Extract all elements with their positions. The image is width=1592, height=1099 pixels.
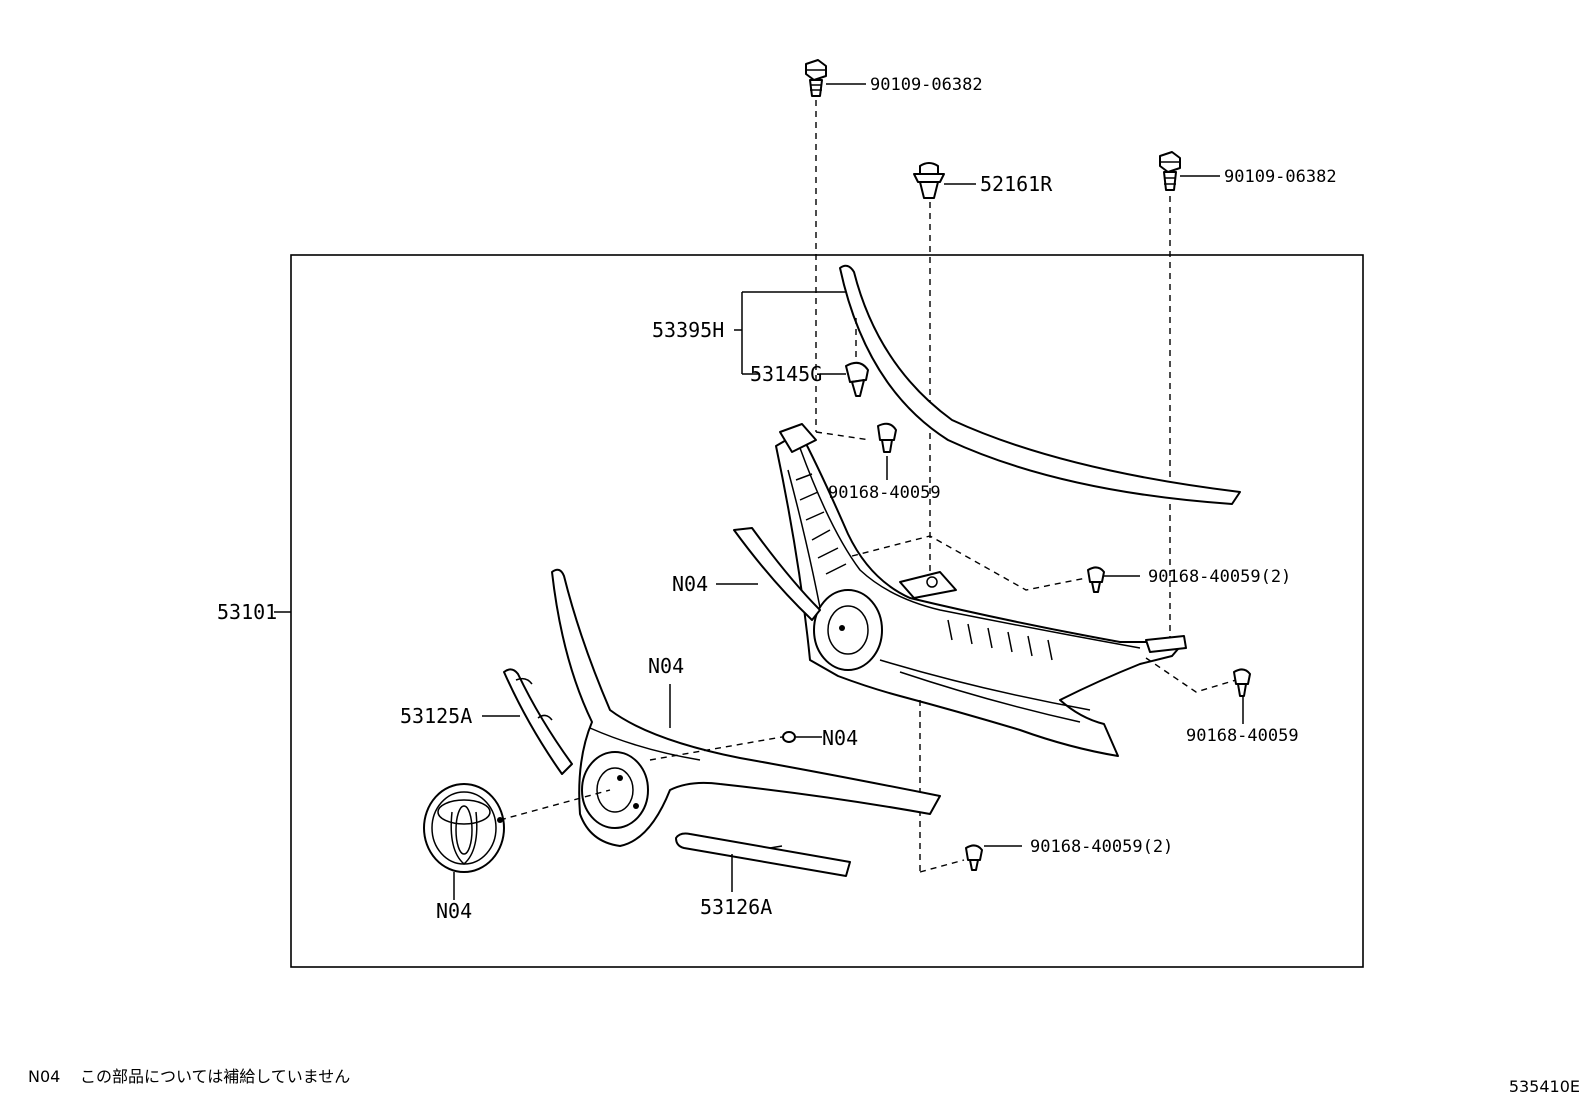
label-screw-upper: 90168-40059 [828,483,941,503]
label-screw-right-lower: 90168-40059 [1186,726,1299,746]
screw-icon [1087,566,1105,593]
label-n04-emblem: N04 [436,899,472,923]
clip-n04-icon [782,731,796,743]
footer-note-code: N04 [28,1067,60,1086]
label-screw-bottom-2: 90168-40059(2) [1030,837,1173,857]
label-screw-right-2: 90168-40059(2) [1148,567,1291,587]
bolt-icon [1159,151,1181,191]
label-n04-grille-frame: N04 [672,572,708,596]
label-53395h: 53395H [652,318,724,342]
side-molding [733,527,821,621]
upper-molding-strip [839,264,1241,505]
screw-icon [877,422,897,453]
clip-icon [913,162,945,199]
diagram-id: 535410E [1509,1077,1580,1096]
label-53125a: 53125A [400,704,472,728]
label-53145g: 53145G [750,362,822,386]
bolt-icon [805,59,827,97]
label-clip-52161r: 52161R [980,172,1053,196]
label-53126a: 53126A [700,895,772,919]
label-bolt-top: 90109-06382 [870,75,983,95]
label-bolt-top-right: 90109-06382 [1224,167,1337,187]
label-n04-upper-molding: N04 [648,654,684,678]
screw-icon [1233,668,1251,697]
screw-icon [965,844,983,871]
label-n04-clip: N04 [822,726,858,750]
front-grille-molding [551,568,941,847]
grille-frame [775,423,1187,757]
label-53101: 53101 [217,600,277,624]
toyota-emblem-icon [423,783,505,873]
clip-53145g-icon [845,361,869,397]
footer-note-text: この部品については補給していません [80,1067,350,1086]
assembly-frame [290,254,1364,968]
lower-strip-53126a [675,832,851,877]
side-strip-53125a [503,668,573,775]
